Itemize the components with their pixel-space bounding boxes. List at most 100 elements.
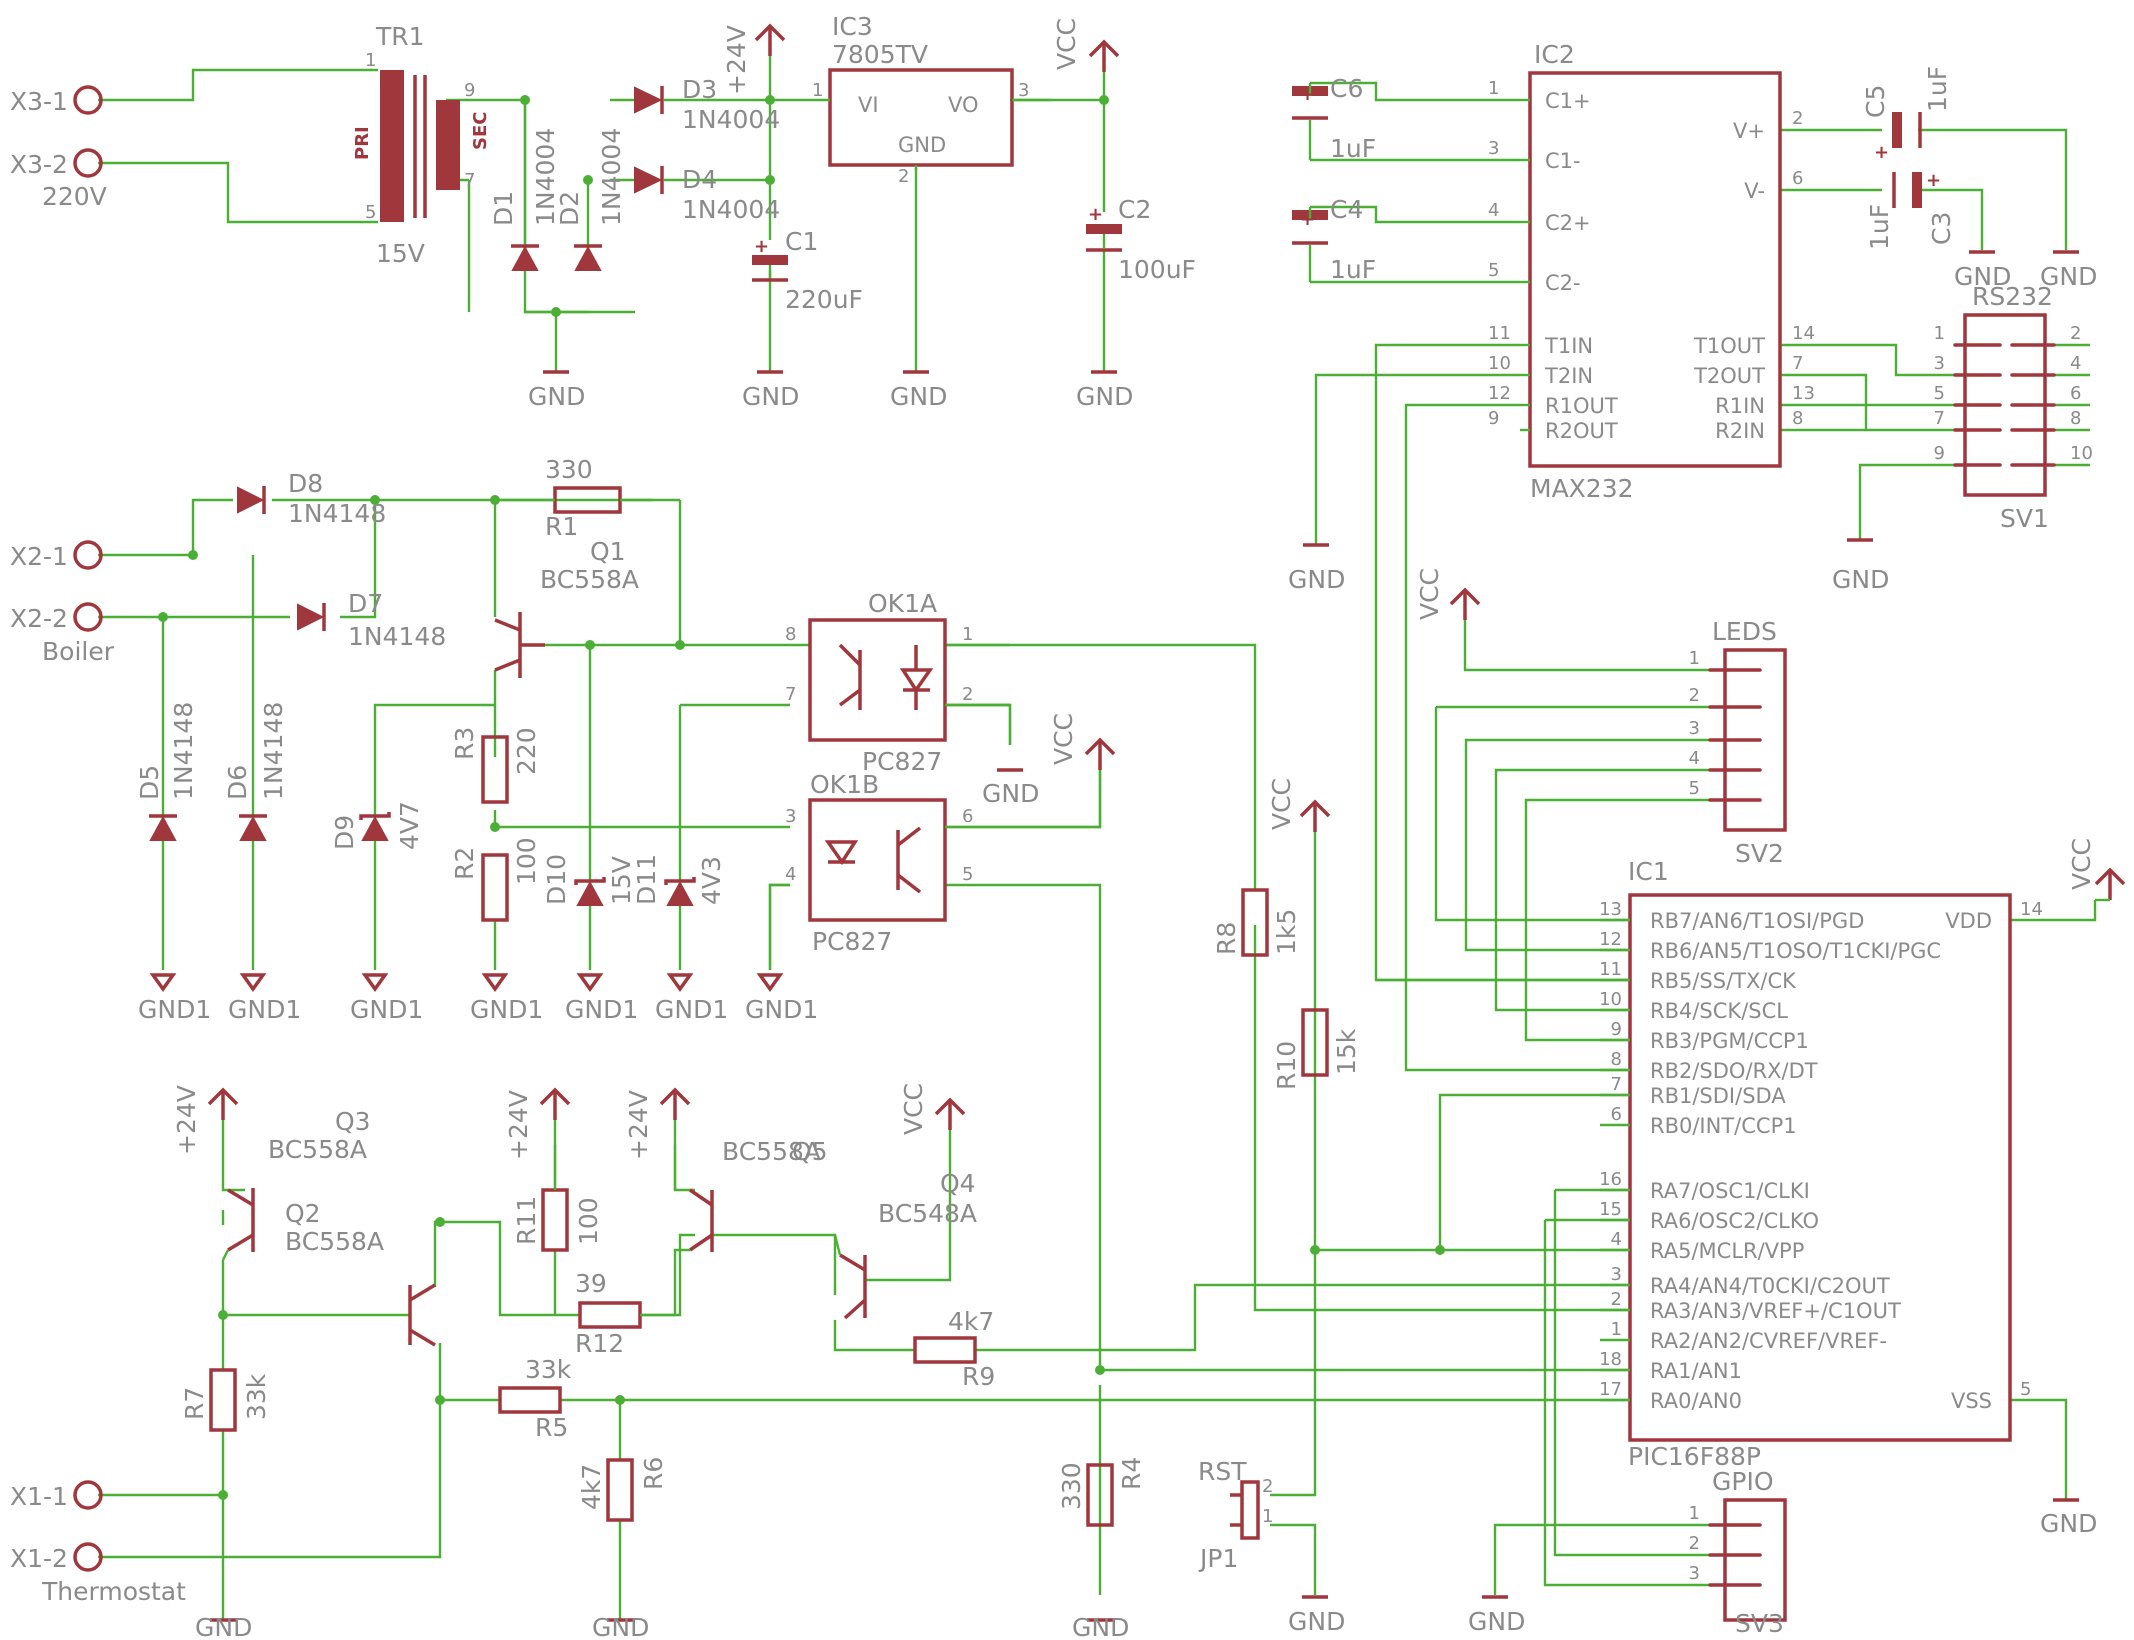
svg-text:4V3: 4V3 [697, 856, 726, 905]
svg-text:IC2: IC2 [1534, 40, 1575, 69]
svg-text:C5: C5 [1861, 85, 1890, 118]
svg-text:D9: D9 [330, 815, 359, 850]
svg-text:33k: 33k [242, 1373, 271, 1420]
svg-text:1: 1 [1262, 1506, 1273, 1527]
ic1-pin-num: 5 [2020, 1379, 2031, 1400]
svg-text:33k: 33k [525, 1355, 572, 1384]
ic1-pin-num: 12 [1599, 929, 1622, 950]
svg-text:R6: R6 [639, 1457, 668, 1490]
ok-extra-wires [768, 703, 1102, 970]
ic1-pin-label: RA0/AN0 [1650, 1389, 1742, 1413]
ic1-pin-label: RA6/OSC2/CLKO [1650, 1209, 1819, 1233]
svg-text:R3: R3 [450, 727, 479, 760]
capacitor-c1: C1 220uF + [752, 227, 863, 314]
svg-text:LEDS: LEDS [1712, 617, 1777, 646]
ic1-pin-label: RA2/AN2/CVREF/VREF- [1650, 1329, 1887, 1353]
zener-d10: D10 15V [542, 854, 636, 906]
resistor-r2: R2 100 [450, 837, 541, 922]
svg-text:GND: GND [890, 382, 947, 411]
svg-text:+24V: +24V [722, 25, 751, 95]
svg-text:OK1A: OK1A [868, 589, 937, 618]
supply-vcc-q4: VCC [899, 1083, 966, 1135]
rs232-pin: 10 [2070, 443, 2093, 464]
svg-text:GND: GND [1076, 382, 1133, 411]
x3-2-label: X3-2 [10, 150, 68, 179]
capacitor-c3: 1uF C3 + [1865, 170, 1956, 250]
rs232-pin: 5 [1934, 383, 1945, 404]
x3-desc: 220V [42, 182, 107, 211]
ic2-pin-label: V+ [1733, 119, 1765, 143]
ic1-pin-label: VSS [1951, 1389, 1992, 1413]
diode-d2: D2 1N4004 [555, 128, 626, 271]
gpio-pin: 3 [1689, 1563, 1700, 1584]
svg-text:R7: R7 [180, 1387, 209, 1420]
ic1-pin-label: VDD [1945, 909, 1992, 933]
svg-text:GND1: GND1 [745, 995, 818, 1024]
ic1-pin-label: RB5/SS/TX/CK [1650, 969, 1797, 993]
ic2-pin-label: C1+ [1545, 89, 1591, 113]
ic1-pin-label: RB4/SCK/SCL [1650, 999, 1788, 1023]
ic2-pin-label: R2IN [1715, 419, 1765, 443]
svg-text:BC548A: BC548A [878, 1199, 977, 1228]
svg-text:GND: GND [898, 133, 946, 157]
connector-x3: X3-1 X3-2 220V [10, 85, 107, 211]
svg-text:100: 100 [574, 1197, 603, 1245]
svg-text:7: 7 [785, 684, 796, 705]
x2-2-label: X2-2 [10, 604, 68, 633]
x1-1-label: X1-1 [10, 1482, 68, 1511]
diode-d5: D5 1N4148 [135, 702, 198, 841]
ic1-pin-num: 9 [1611, 1019, 1622, 1040]
svg-text:R4: R4 [1117, 1457, 1146, 1490]
ic1-pin-num: 10 [1599, 989, 1622, 1010]
rs232-pin: 6 [2070, 383, 2081, 404]
resistor-r7: R7 33k [180, 1368, 271, 1432]
ic1-pin-label: RB6/AN5/T1OSO/T1CKI/PGC [1650, 939, 1941, 963]
transformer-tr1: PRI SEC TR1 15V 1 5 9 7 [352, 22, 491, 268]
svg-text:1N4148: 1N4148 [288, 499, 386, 528]
svg-text:2: 2 [898, 166, 909, 187]
ic2-pin-num: 3 [1488, 138, 1499, 159]
x1-desc: Thermostat [41, 1577, 186, 1606]
rs232-pin: 2 [2070, 323, 2081, 344]
transistor-q4: Q4 BC548A [833, 1169, 977, 1320]
svg-text:1N4004: 1N4004 [682, 195, 780, 224]
supply-vcc-pic: VCC [2067, 838, 2126, 902]
svg-text:GND1: GND1 [138, 995, 211, 1024]
supply-vcc-top: VCC [1052, 18, 1120, 74]
svg-text:BC558A: BC558A [268, 1135, 367, 1164]
svg-text:+: + [1926, 170, 1941, 191]
svg-text:+24V: +24V [172, 1085, 201, 1155]
capacitor-c6: C6 1uF + [1292, 74, 1376, 163]
svg-text:GND: GND [592, 1613, 649, 1640]
tr1-name: TR1 [375, 22, 425, 51]
ic2-pin-num: 12 [1488, 383, 1511, 404]
resistor-r3: R3 220 [450, 727, 541, 804]
svg-text:220uF: 220uF [785, 285, 863, 314]
svg-text:R11: R11 [512, 1196, 541, 1245]
svg-text:+24V: +24V [624, 1090, 653, 1160]
ic2-pin-label: T1OUT [1693, 334, 1765, 358]
connector-x1: X1-1 X1-2 Thermostat [10, 1480, 186, 1606]
svg-text:Q5: Q5 [792, 1137, 828, 1166]
resistor-r5: 33k R5 [498, 1355, 572, 1442]
tr1-pin7: 7 [464, 170, 475, 191]
diode-d7: D7 1N4148 [297, 589, 446, 651]
ic2-pin-num: 2 [1792, 108, 1803, 129]
ic1-pin-label: RA5/MCLR/VPP [1650, 1239, 1804, 1263]
svg-text:D6: D6 [223, 765, 252, 800]
ic2-pin-label: C1- [1545, 149, 1581, 173]
leds-pin: 2 [1689, 685, 1700, 706]
svg-text:GND: GND [1468, 1607, 1525, 1636]
svg-text:VCC: VCC [2067, 838, 2096, 890]
rs232-pin: 7 [1934, 408, 1945, 429]
ic2-pin-num: 14 [1792, 323, 1815, 344]
svg-text:1uF: 1uF [1923, 66, 1952, 112]
ic1-pin-num: 17 [1599, 1379, 1622, 1400]
resistor-r9: 4k7 R9 [913, 1307, 995, 1391]
transistor-q3: Q3 BC558A [221, 1107, 371, 1261]
svg-text:VCC: VCC [1267, 778, 1296, 830]
svg-text:SV2: SV2 [1735, 839, 1784, 868]
ic2-pin-num: 7 [1792, 353, 1803, 374]
svg-text:MAX232: MAX232 [1530, 474, 1634, 503]
